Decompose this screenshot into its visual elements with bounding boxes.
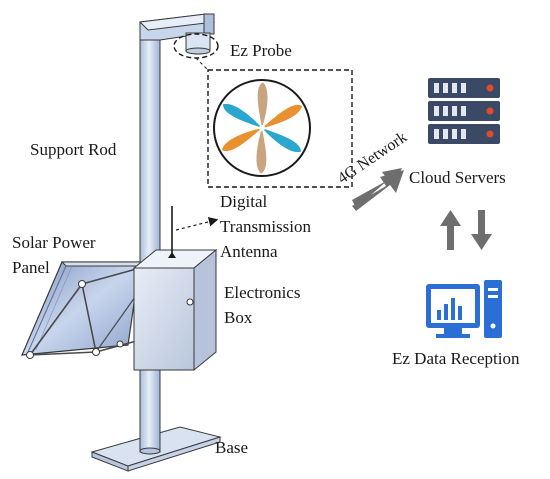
label-electronics-line2: Box (224, 308, 253, 327)
server-status-light (486, 84, 494, 92)
fan-blade (262, 104, 302, 128)
support-rod (139, 29, 161, 455)
probe-zoom-connector (195, 57, 209, 71)
server-slot (434, 83, 439, 93)
server-slot (434, 106, 439, 116)
label-ez-probe: Ez Probe (230, 41, 292, 60)
fan-blade (222, 103, 262, 128)
cloud-server-icon (428, 78, 500, 144)
ez-probe (185, 32, 211, 55)
server-slot (461, 129, 466, 139)
fan-blade (257, 82, 268, 128)
label-data-reception: Ez Data Reception (392, 349, 520, 368)
network-arrow-head (352, 170, 404, 211)
server-slot (452, 129, 457, 139)
fan-blade (256, 128, 267, 174)
server-status-light (486, 130, 494, 138)
label-cloud-servers: Cloud Servers (409, 168, 506, 187)
fan-blade (222, 128, 262, 152)
top-arm (138, 13, 216, 41)
server-slot (461, 83, 466, 93)
server-slot (452, 83, 457, 93)
fan-hub (259, 125, 265, 131)
probe-zoom-box (207, 69, 353, 188)
label-support-rod: Support Rod (30, 140, 117, 159)
electronics-box (132, 248, 218, 372)
sync-arrows (440, 210, 492, 250)
antenna (168, 206, 176, 258)
server-slot (461, 106, 466, 116)
server-slot (443, 83, 448, 93)
solar-power-panel (21, 261, 144, 359)
label-solar-line2: Panel (12, 258, 50, 277)
server-slot (443, 106, 448, 116)
server-slot (443, 129, 448, 139)
server-slot (434, 129, 439, 139)
label-solar-line1: Solar Power (12, 233, 96, 252)
computer-icon (426, 280, 502, 338)
label-transmission: Transmission (220, 217, 312, 236)
server-status-light (486, 107, 494, 115)
label-base: Base (215, 438, 248, 457)
label-antenna: Antenna (220, 242, 278, 261)
antenna-pointer-arrow (175, 217, 219, 231)
label-digital: Digital (220, 192, 267, 211)
server-slot (452, 106, 457, 116)
label-electronics-line1: Electronics (224, 283, 300, 302)
probe-fan-icon (213, 79, 311, 177)
fan-blade (262, 128, 302, 153)
